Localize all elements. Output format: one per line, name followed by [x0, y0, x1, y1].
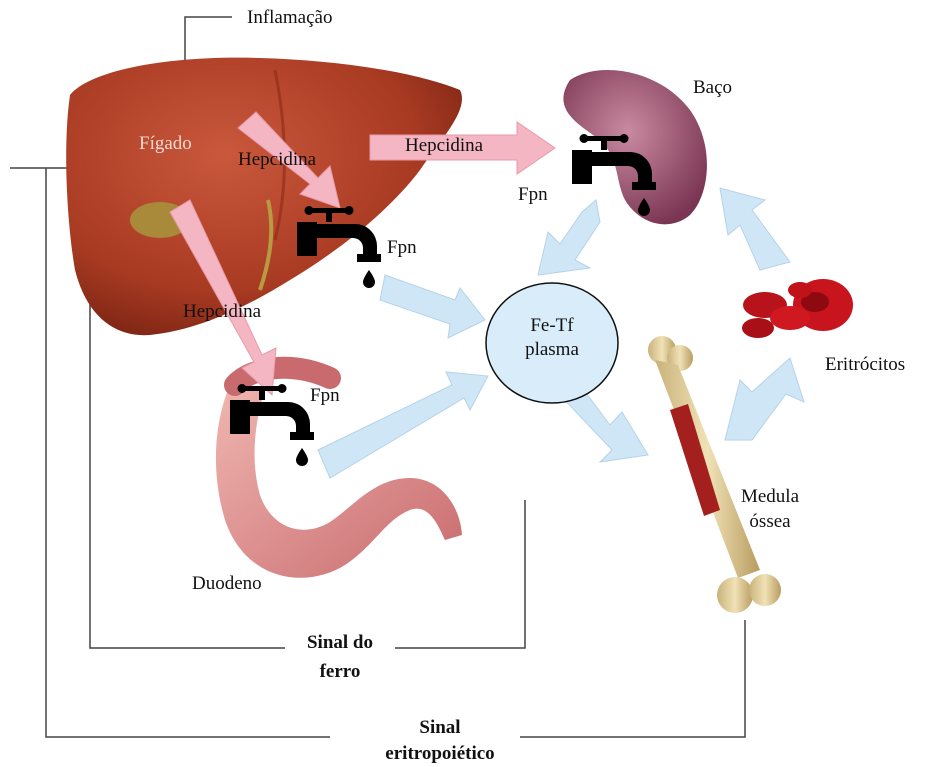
erythrocytes-label: Eritrócitos [825, 355, 905, 376]
hepcidin-label-spleen: Hepcidina [405, 136, 483, 157]
bone-illustration [648, 336, 781, 613]
spleen-illustration [563, 70, 707, 224]
hepcidin-label-liver: Hepcidina [238, 150, 316, 171]
fpn-label-liver: Fpn [387, 238, 417, 259]
iron-signal-label-line2: ferro [290, 662, 390, 683]
erythropoietic-signal-label-line1: Sinal [385, 718, 495, 739]
fpn-label-spleen: Fpn [518, 185, 548, 206]
marrow-label-line2: óssea [730, 512, 810, 533]
marrow-label-line1: Medula [730, 487, 810, 508]
iron-signal-label-line1: Sinal do [290, 633, 390, 654]
erythropoietic-signal-label-line2: eritropoiético [355, 744, 525, 765]
plasma-label-line2: plasma [512, 340, 592, 361]
duodenum-label: Duodeno [192, 574, 262, 595]
erythrocytes-illustration [742, 279, 853, 338]
plasma-label-line1: Fe-Tf [512, 316, 592, 337]
liver-label: Fígado [139, 134, 192, 155]
inflammation-label: Inflamação [247, 8, 332, 29]
hepcidin-label-duodenum: Hepcidina [183, 302, 261, 323]
spleen-label: Baço [693, 78, 732, 99]
fpn-label-duodenum: Fpn [310, 386, 340, 407]
